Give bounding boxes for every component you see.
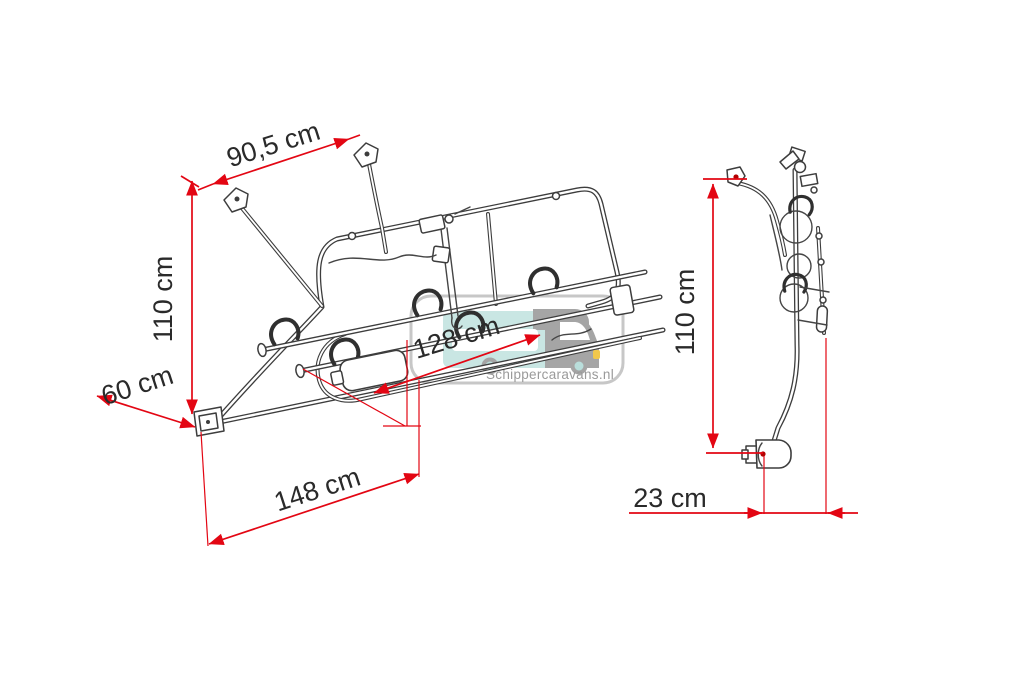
label-overall-width: 148 cm — [270, 461, 363, 517]
dim-height: 110 cm — [148, 175, 200, 415]
right-hook — [353, 142, 379, 168]
headlight — [593, 350, 600, 359]
rail1-endcap — [257, 342, 267, 358]
side-hook — [726, 166, 746, 187]
frame-hardware — [347, 191, 635, 316]
front-view-drawing — [193, 142, 663, 437]
platform-endcap — [193, 406, 225, 437]
label-offset: 23 cm — [633, 483, 707, 513]
side-rail-hardware — [797, 232, 830, 333]
dim-side-height: 110 cm — [670, 178, 763, 454]
label-height: 110 cm — [148, 256, 178, 343]
dim-top-width: 90,5 cm — [197, 116, 361, 191]
label-side-height: 110 cm — [670, 269, 700, 356]
foot — [741, 439, 792, 469]
dim-offset: 23 cm — [629, 338, 858, 519]
side-view-dimensions: 110 cm 23 cm — [629, 178, 858, 519]
side-top-hardware — [779, 146, 819, 194]
label-depth: 60 cm — [98, 360, 177, 411]
security-cable — [328, 254, 437, 264]
dim-depth: 60 cm — [96, 360, 196, 429]
dim-overall-width: 148 cm — [208, 461, 420, 546]
side-view-drawing — [726, 146, 830, 469]
security-cable-right — [551, 328, 592, 341]
wheel-cradles — [779, 193, 816, 313]
extension-lines — [200, 340, 421, 547]
rail2-endcap — [295, 363, 305, 379]
front-view-dimensions: 90,5 cm 110 cm 60 cm 128 cm 148 cm — [96, 116, 541, 547]
strap — [431, 227, 463, 330]
left-hook — [223, 187, 249, 213]
